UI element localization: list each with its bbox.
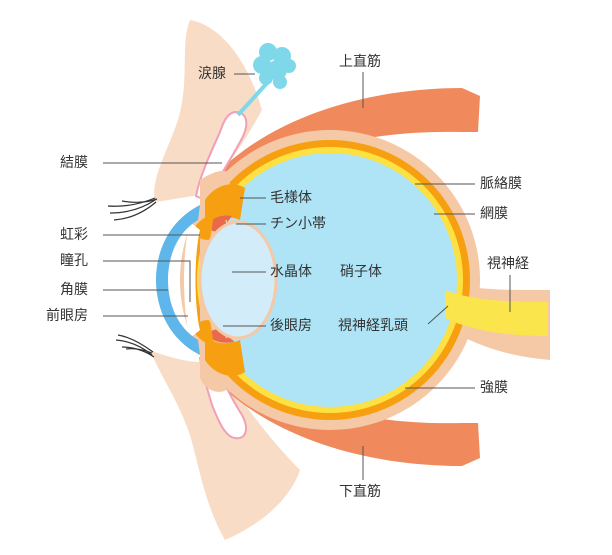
cornea (156, 205, 200, 355)
label-zonule: チン小帯 (270, 216, 326, 232)
label-optic-nerve: 視神経 (487, 256, 529, 272)
label-ciliary-body: 毛様体 (270, 190, 312, 206)
anterior-chamber (184, 222, 200, 338)
label-optic-disc: 視神経乳頭 (338, 318, 408, 334)
label-inferior-rectus: 下直筋 (339, 484, 381, 500)
ciliary-body-lower (205, 335, 245, 376)
label-iris: 虹彩 (60, 227, 88, 243)
label-choroid: 脈絡膜 (480, 176, 522, 192)
lacrimal-gland (253, 43, 296, 89)
lower-eyelid (150, 350, 300, 540)
ciliary-body-upper (205, 184, 245, 225)
label-pupil: 瞳孔 (60, 253, 88, 269)
label-conjunctiva: 結膜 (60, 155, 88, 171)
crystalline-lens (198, 220, 278, 340)
label-superior-rectus: 上直筋 (339, 54, 381, 70)
label-posterior-chamber: 後眼房 (270, 318, 312, 334)
label-lens: 水晶体 (270, 264, 312, 280)
leader-lines (103, 72, 511, 480)
vitreous-body (203, 153, 457, 407)
label-anterior-chamber: 前眼房 (46, 308, 88, 324)
lower-eyelashes (115, 334, 155, 358)
label-sclera: 強膜 (480, 380, 508, 396)
label-cornea: 角膜 (60, 282, 88, 298)
label-vitreous: 硝子体 (340, 264, 382, 280)
upper-eyelashes (107, 197, 158, 221)
optic-nerve (445, 290, 548, 336)
lacrimal-duct (236, 80, 270, 117)
upper-eyelid (154, 20, 262, 202)
label-retina: 網膜 (480, 206, 508, 222)
label-lacrimal-gland: 涙腺 (198, 66, 226, 82)
